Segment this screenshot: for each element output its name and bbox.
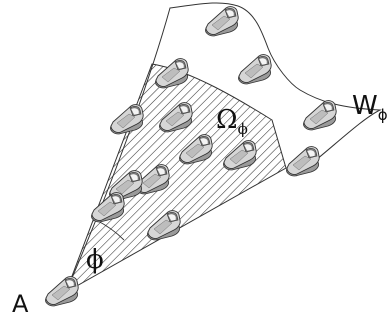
label-w-sub: ϕ (378, 106, 388, 124)
mobile-phone-icon (238, 55, 271, 84)
mobile-phone-icon (303, 101, 336, 130)
label-a: A (12, 290, 29, 318)
mobile-phone-icon (205, 7, 238, 36)
angle-label: ϕ (86, 245, 104, 275)
label-w: Wϕ (352, 91, 388, 124)
mobile-phone-icon (45, 277, 78, 306)
label-omega-main: Ω (216, 105, 238, 135)
label-omega-sub: ϕ (238, 120, 248, 138)
label-w-main: W (352, 91, 378, 121)
mobile-phone-icon (286, 147, 319, 176)
